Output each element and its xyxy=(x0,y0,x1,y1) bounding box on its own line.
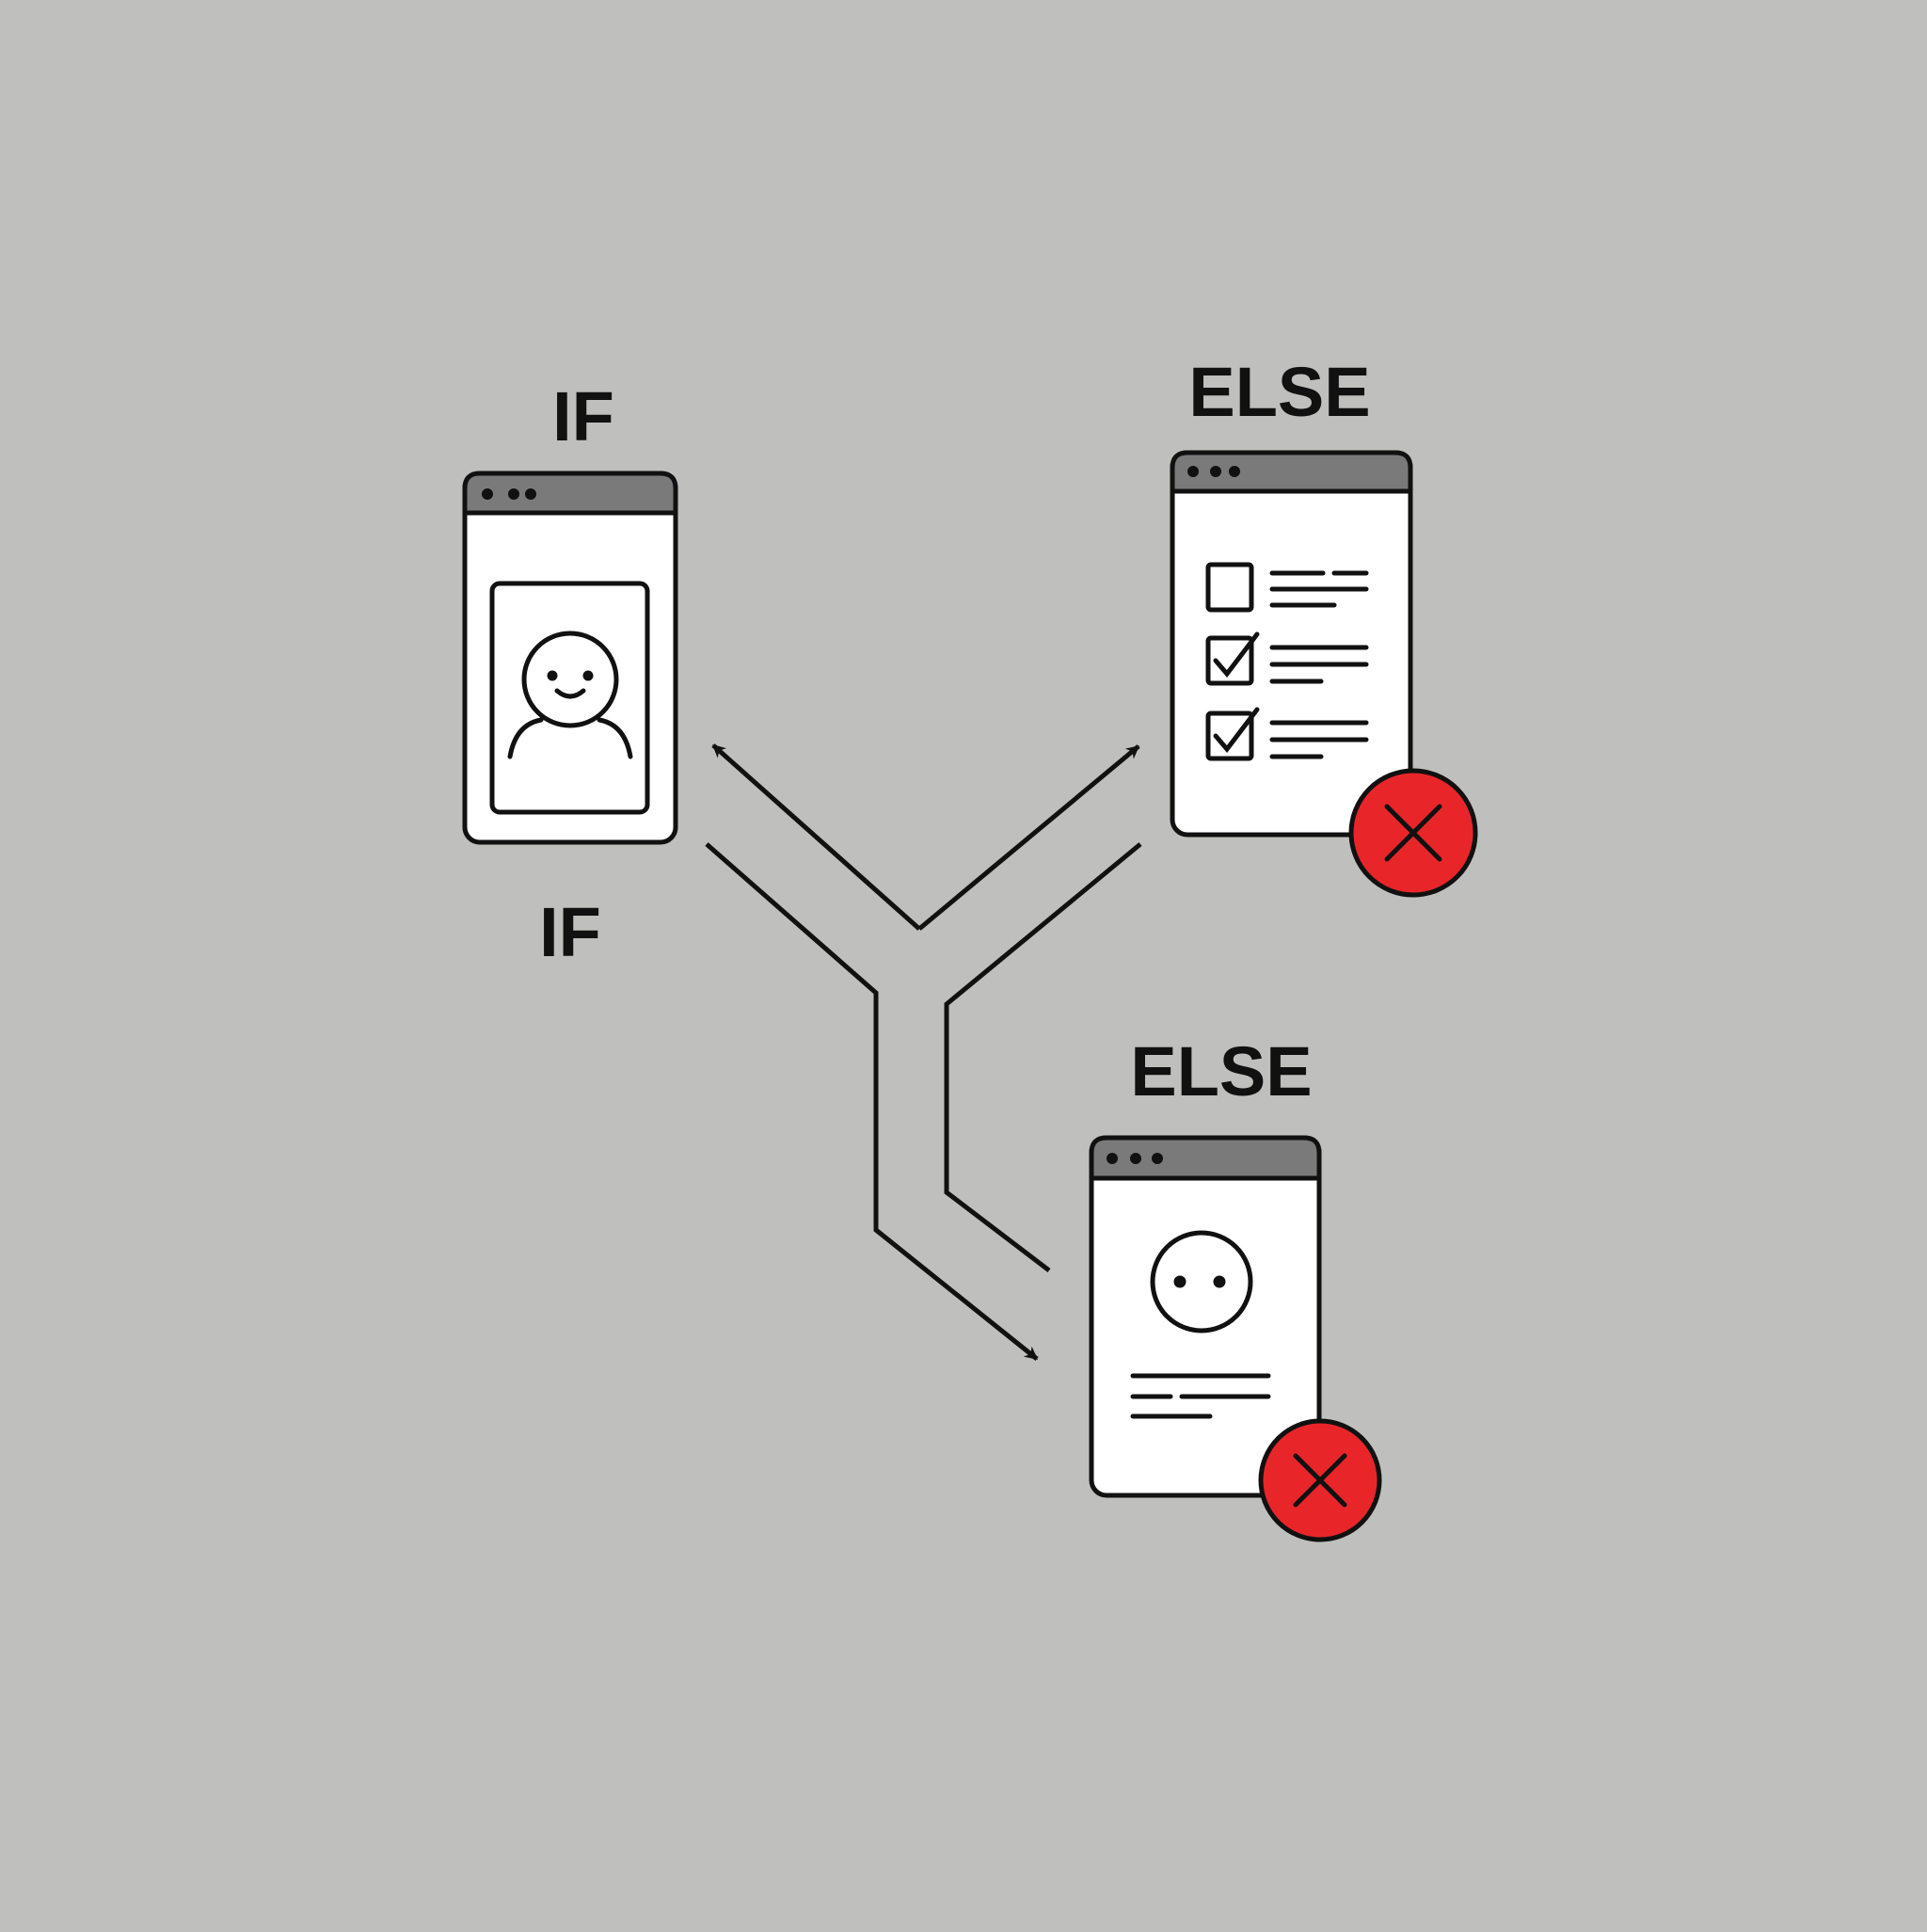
else-label-bottom: ELSE xyxy=(1130,1032,1312,1110)
window-dots-icon xyxy=(482,488,536,500)
branch-paths xyxy=(705,743,1142,1361)
neutral-profile-window xyxy=(1089,1135,1382,1542)
window-dots-icon xyxy=(1187,466,1240,477)
window-dots-icon xyxy=(1107,1153,1163,1164)
branch-left-outer xyxy=(705,842,1039,1361)
text-lines xyxy=(1130,1373,1271,1419)
titlebar xyxy=(1089,1135,1322,1181)
error-icon xyxy=(1258,1418,1382,1542)
profile-photo-window xyxy=(462,471,678,845)
avatar-smile-icon xyxy=(507,631,633,759)
checklist-icon xyxy=(1205,562,1369,761)
error-icon xyxy=(1348,768,1478,898)
checklist-window xyxy=(1170,450,1478,898)
else-label-top: ELSE xyxy=(1188,353,1370,431)
arrow-to-if xyxy=(711,743,921,931)
branch-right-outer xyxy=(944,842,1142,1272)
if-label-bottom: IF xyxy=(539,893,601,971)
neutral-face-icon xyxy=(1150,1230,1253,1333)
if-label-top: IF xyxy=(552,377,614,455)
titlebar xyxy=(462,471,678,516)
arrow-to-else-top xyxy=(917,744,1140,931)
titlebar xyxy=(1170,450,1413,494)
